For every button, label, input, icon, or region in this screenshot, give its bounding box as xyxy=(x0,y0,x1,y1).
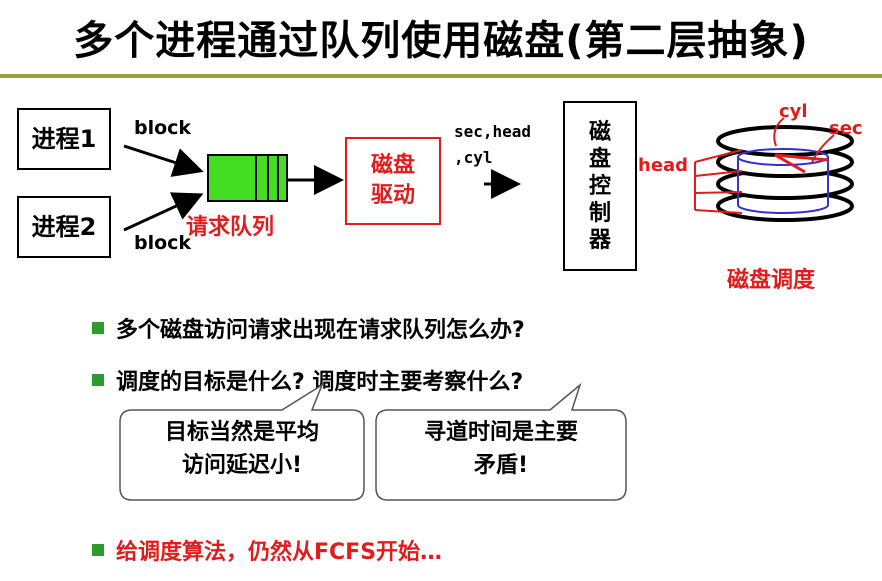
disk-label-cyl: cyl xyxy=(779,101,808,122)
disk-scheduling-caption: 磁盘调度 xyxy=(727,268,816,293)
disk-label-sec: sec xyxy=(829,118,863,139)
callout-2: 寻道时间是主要 矛盾! xyxy=(376,416,626,482)
controller-char-5: 器 xyxy=(588,227,611,253)
block-label-top: block xyxy=(134,117,192,139)
block-label-bottom: block xyxy=(134,232,192,254)
driver-line-1: 磁盘 xyxy=(370,153,415,178)
callout-2-line-2: 矛盾! xyxy=(473,453,529,478)
bullet-square-icon xyxy=(92,374,104,386)
callout-1-line-2: 访问延迟小! xyxy=(181,453,303,478)
bullet-text-1: 多个磁盘访问请求出现在请求队列怎么办? xyxy=(116,318,525,343)
bullet-text-3: 给调度算法，仍然从FCFS开始… xyxy=(116,540,443,565)
process-1-box: 进程1 xyxy=(17,108,111,170)
title-divider xyxy=(0,74,882,78)
controller-char-2: 盘 xyxy=(588,146,611,172)
request-queue-label: 请求队列 xyxy=(186,215,275,240)
page-title: 多个进程通过队列使用磁盘(第二层抽象) xyxy=(73,18,809,64)
request-queue-icon xyxy=(207,154,288,202)
arrow-process2-to-queue xyxy=(123,192,204,232)
callout-bubbles xyxy=(119,382,627,501)
bullet-square-icon xyxy=(92,322,104,334)
controller-char-4: 制 xyxy=(588,200,611,226)
bullet-item-3: 给调度算法，仍然从FCFS开始… xyxy=(92,534,442,566)
callout-2-shape xyxy=(375,382,627,501)
disk-icon xyxy=(694,117,854,222)
callout-2-line-1: 寻道时间是主要 xyxy=(423,420,578,445)
disk-driver-box: 磁盘 驱动 xyxy=(345,137,441,225)
driver-line-2: 驱动 xyxy=(370,183,415,208)
disk-controller-box: 磁 盘 控 制 器 xyxy=(563,101,637,271)
callout-1: 目标当然是平均 访问延迟小! xyxy=(120,416,364,482)
controller-char-3: 控 xyxy=(588,173,611,199)
diagram-graphics xyxy=(123,117,854,232)
params-line-1: sec,head xyxy=(454,122,532,141)
params-line-2: ,cyl xyxy=(454,148,493,167)
arrow-process1-to-queue xyxy=(123,144,204,177)
bullet-square-icon xyxy=(92,544,104,556)
controller-char-1: 磁 xyxy=(588,119,611,145)
bullet-item-1: 多个磁盘访问请求出现在请求队列怎么办? xyxy=(92,312,525,344)
callout-1-line-1: 目标当然是平均 xyxy=(164,420,319,445)
process-2-box: 进程2 xyxy=(17,196,111,258)
callout-1-shape xyxy=(119,383,365,501)
disk-label-head: head xyxy=(638,155,689,176)
